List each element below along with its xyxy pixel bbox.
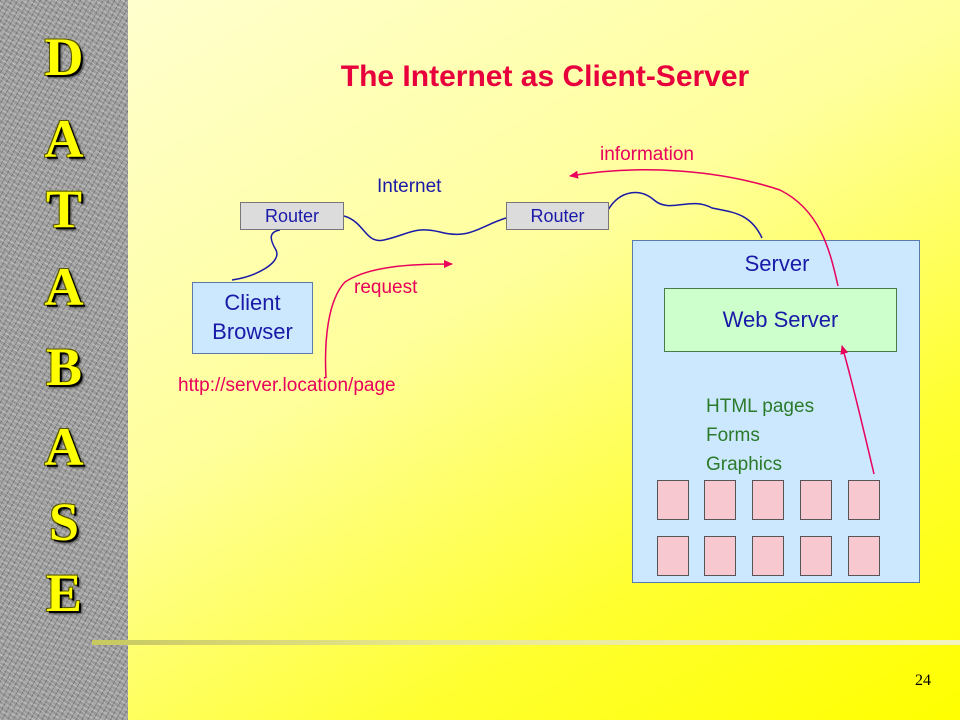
- router-left: Router: [240, 202, 344, 230]
- link-client-router: [231, 229, 281, 281]
- page-icon: [657, 536, 689, 576]
- page-icon: [848, 536, 880, 576]
- browser-label: Browser: [212, 319, 293, 344]
- database-sidebar: D A T A B A S E: [0, 0, 128, 720]
- page-icon: [800, 480, 832, 520]
- sidebar-letter-a: A: [44, 109, 84, 169]
- client-label: Client: [224, 290, 281, 315]
- sidebar-letter-a: A: [44, 417, 84, 477]
- sidebar-letter-e: E: [45, 563, 83, 623]
- slide-title: The Internet as Client-Server: [340, 60, 750, 93]
- pages-to-webserver-arrow: [840, 345, 875, 475]
- content-types-list: HTML pages Forms Graphics: [706, 392, 814, 479]
- page-icon: [657, 480, 689, 520]
- sidebar-letter-s: S: [48, 492, 80, 552]
- router-right: Router: [506, 202, 609, 230]
- link-internet: [343, 215, 507, 242]
- request-label: request: [354, 277, 418, 298]
- information-arrow: [569, 169, 839, 287]
- sidebar-letter-d: D: [44, 27, 84, 87]
- client-browser-box: Client Browser: [192, 282, 313, 354]
- page-icon: [800, 536, 832, 576]
- content-type-html: HTML pages: [706, 396, 815, 417]
- page-icon: [848, 480, 880, 520]
- web-server-box: Web Server: [664, 288, 897, 352]
- sidebar-letter-b: B: [45, 337, 83, 397]
- url-label: http://server.location/page: [178, 375, 396, 396]
- page-icon: [704, 480, 736, 520]
- internet-label: Internet: [377, 176, 442, 197]
- server-label: Server: [744, 251, 810, 276]
- page-icon: [752, 536, 784, 576]
- page-icon: [704, 536, 736, 576]
- sidebar-letter-a: A: [44, 257, 84, 317]
- content-type-forms: Forms: [706, 425, 760, 446]
- request-arrow: [324, 260, 453, 379]
- slide-number: 24: [915, 672, 931, 689]
- information-label: information: [600, 144, 694, 165]
- content-type-graphics: Graphics: [706, 454, 783, 475]
- link-router-server: [607, 191, 763, 239]
- page-icon: [752, 480, 784, 520]
- sidebar-letter-t: T: [45, 179, 83, 239]
- divider-line: [92, 640, 960, 645]
